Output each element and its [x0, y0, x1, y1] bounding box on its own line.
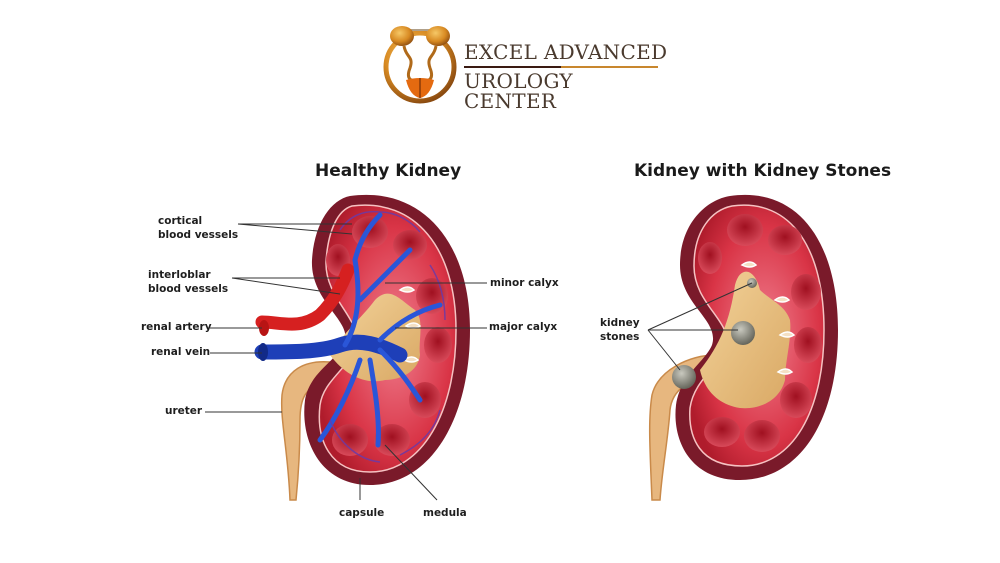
label-line: stones [600, 331, 640, 344]
urology-logo-icon [383, 26, 457, 104]
kidney-stones-icon [672, 278, 757, 389]
healthy-kidney-title: Healthy Kidney [315, 161, 462, 181]
healthy-kidney [254, 194, 470, 501]
label-line: kidney [600, 317, 640, 329]
label-renal-vein: renal vein [151, 346, 211, 358]
label-ureter: ureter [165, 405, 203, 417]
clinic-logo: EXCEL ADVANCED UROLOGY CENTER [380, 20, 670, 111]
stone-kidney [648, 194, 838, 501]
interlobular-vessels-icon [317, 212, 443, 448]
logo-line-1: EXCEL ADVANCED [464, 40, 668, 64]
healthy-leader-lines [205, 223, 487, 501]
label-line: blood vessels [148, 283, 229, 296]
label-cortical-blood-vessels: cortical blood vessels [158, 214, 238, 242]
cortical-vessels-icon [329, 210, 446, 463]
label-major-calyx: major calyx [489, 321, 558, 333]
label-renal-artery: renal artery [141, 321, 212, 333]
label-line: interloblar [148, 269, 211, 281]
label-kidney-stones: kidney stones [600, 316, 640, 344]
renal-artery-icon [255, 263, 355, 331]
logo-text: EXCEL ADVANCED UROLOGY CENTER [464, 42, 670, 111]
renal-vein-icon [254, 334, 408, 363]
label-line: blood vessels [158, 229, 239, 242]
label-line: cortical [158, 215, 203, 227]
stone-kidney-title: Kidney with Kidney Stones [634, 161, 892, 181]
label-minor-calyx: minor calyx [490, 277, 559, 289]
logo-line-2: UROLOGY CENTER [464, 69, 573, 113]
logo-divider [464, 66, 658, 68]
label-interlobular-blood-vessels: interloblar blood vessels [148, 268, 228, 296]
label-medula: medula [423, 507, 467, 519]
stone-leader-lines [647, 282, 753, 371]
label-capsule: capsule [339, 507, 385, 519]
